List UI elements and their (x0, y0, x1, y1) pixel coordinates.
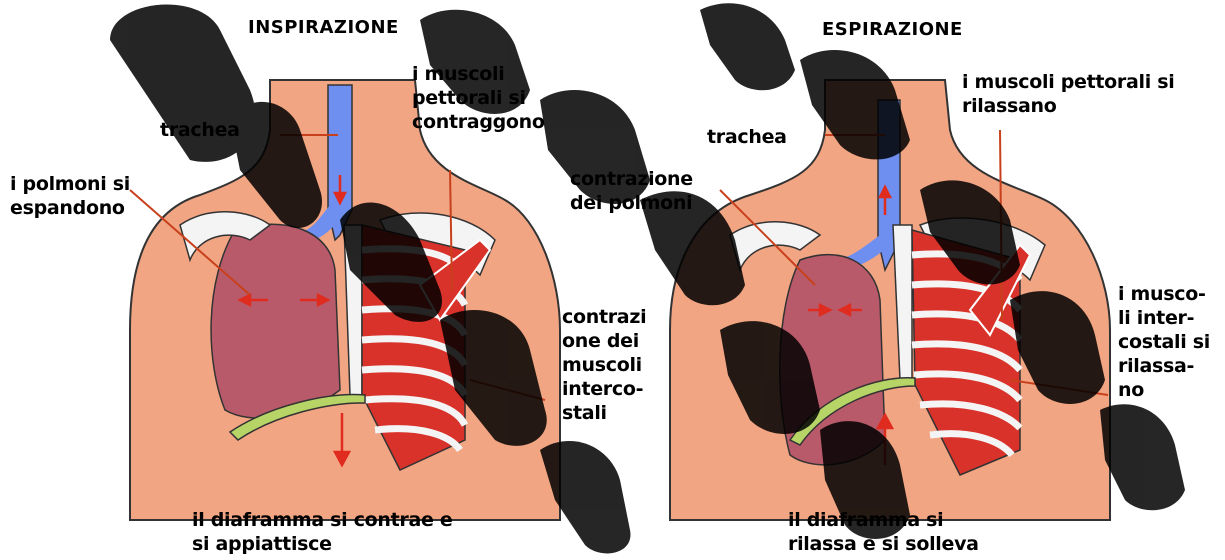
watermark-glyph-15 (1100, 404, 1185, 510)
inspiration-lungs-label: i polmoni si espandono (10, 172, 130, 220)
watermark-glyph-12 (800, 50, 910, 159)
expiration-intercostal-label: i musco- li inter- costali si rilassa- n… (1118, 282, 1210, 402)
expiration-pectoral-label: i muscoli pettorali si rilassano (962, 70, 1174, 118)
expiration-title: ESPIRAZIONE (822, 18, 963, 42)
watermark-glyph-11 (700, 3, 795, 90)
expiration-lungs-label: contrazione dei polmoni (570, 167, 693, 215)
inspiration-title: INSPIRAZIONE (248, 16, 399, 40)
inspiration-trachea-label: trachea (160, 118, 240, 142)
lung-left (211, 224, 340, 418)
expiration-diaphragm-label: il diaframma si rilassa e si solleva (788, 508, 979, 556)
inspiration-diaphragm-label: il diaframma si contrae e si appiattisce (192, 508, 453, 556)
expiration-trachea-label: trachea (707, 125, 787, 149)
inspiration-pectoral-label: i muscoli pettorali si contraggono (412, 62, 545, 134)
inspiration-intercostal-label: contrazi one dei muscoli interco- stali (562, 305, 646, 425)
